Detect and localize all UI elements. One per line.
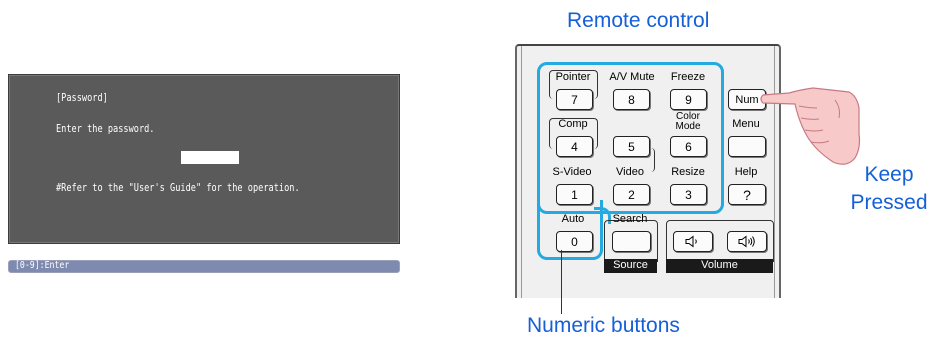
keep-label: Keep [864, 163, 914, 186]
password-title: [Password] [56, 92, 108, 104]
numeric-group-outline [537, 62, 724, 214]
numeric-group-outline-bottom [537, 200, 603, 260]
speaker-high-icon [738, 235, 755, 248]
key-7-pointer[interactable]: 7 [556, 89, 593, 110]
key-1-s-video[interactable]: 1 [556, 184, 593, 205]
remote-control-label: Remote control [567, 9, 710, 32]
color-mode-label: Color Mode [675, 111, 701, 132]
remote-control [515, 44, 781, 298]
speaker-low-icon [685, 235, 697, 248]
password-note: #Refer to the "User's Guide" for the ope… [56, 182, 300, 194]
numeric-leader-line [561, 250, 562, 314]
numeric-group-outline-corner [594, 207, 611, 224]
key-5[interactable]: 5 [613, 136, 650, 157]
resize-label: Resize [671, 166, 705, 178]
menu-label: Menu [732, 118, 760, 130]
pressed-label: Pressed [850, 191, 928, 214]
key-8-av-mute[interactable]: 8 [613, 89, 650, 110]
key-3-resize[interactable]: 3 [670, 184, 707, 205]
key-4-comp[interactable]: 4 [556, 136, 593, 157]
volume-down-button[interactable] [673, 231, 713, 252]
password-screen: [Password] Enter the password. #Refer to… [8, 74, 400, 244]
finger-pointer-icon [760, 87, 861, 165]
password-prompt: Enter the password. [56, 123, 155, 135]
status-bar: [0-9]:Enter [8, 260, 400, 273]
help-button[interactable]: ? [728, 184, 766, 205]
volume-label: Volume [666, 259, 773, 273]
volume-up-button[interactable] [727, 231, 767, 252]
key-0-auto[interactable]: 0 [556, 231, 593, 252]
numeric-buttons-label: Numeric buttons [527, 314, 680, 337]
auto-label: Auto [561, 213, 585, 225]
av-mute-label: A/V Mute [609, 71, 655, 83]
source-label: Source [604, 259, 657, 273]
num-button[interactable]: Num [728, 89, 766, 110]
password-input[interactable] [181, 151, 239, 164]
search-button[interactable] [612, 231, 651, 252]
search-label: Search [612, 213, 648, 225]
key-6-color-mode[interactable]: 6 [670, 136, 707, 157]
status-text: [0-9]:Enter [15, 260, 70, 271]
video-label: Video [616, 166, 644, 178]
pointer-label: Pointer [555, 71, 591, 83]
key-9-freeze[interactable]: 9 [670, 89, 707, 110]
comp-label: Comp [558, 118, 588, 130]
help-label: Help [734, 166, 758, 178]
menu-button[interactable] [728, 136, 766, 157]
s-video-label: S-Video [552, 166, 592, 178]
key-2-video[interactable]: 2 [613, 184, 650, 205]
freeze-label: Freeze [670, 71, 706, 83]
